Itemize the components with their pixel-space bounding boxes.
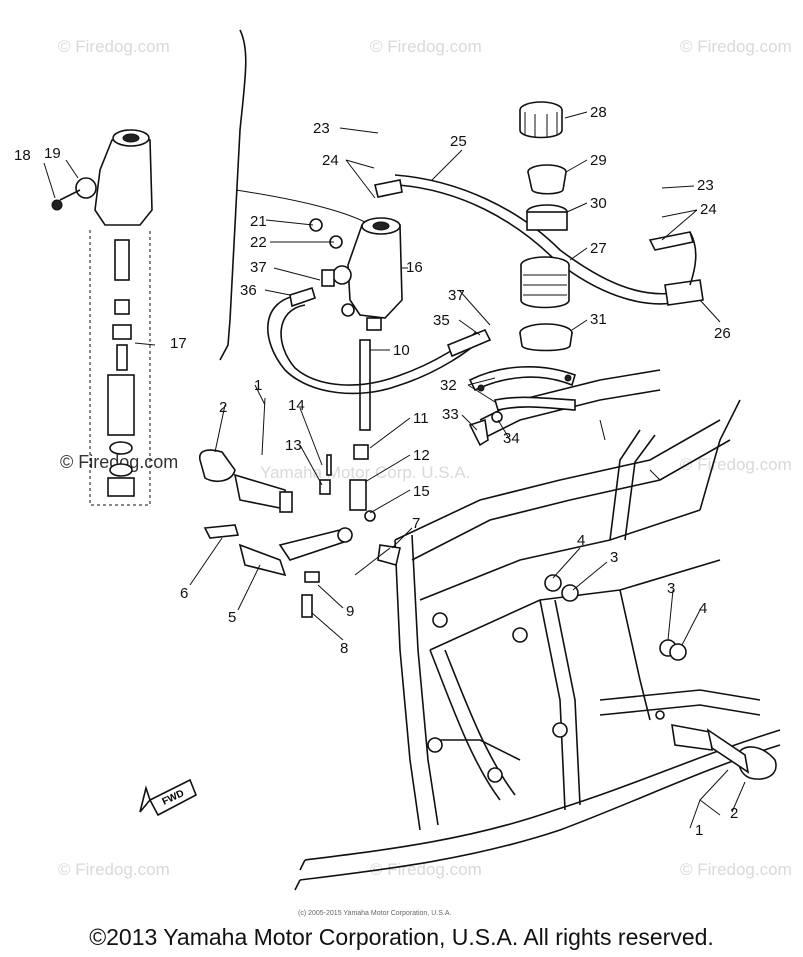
callout-35: 35 — [433, 312, 450, 329]
callout-24: 24 — [322, 152, 339, 169]
callout-2: 2 — [219, 399, 227, 416]
callout-19: 19 — [44, 145, 61, 162]
callout-9: 9 — [346, 603, 354, 620]
callout-18: 18 — [14, 147, 31, 164]
callout-37: 37 — [250, 259, 267, 276]
watermark: © Firedog.com — [58, 860, 170, 879]
watermark-company: Yamaha Motor Corp. U.S.A. — [260, 463, 470, 482]
frame — [294, 369, 781, 891]
callout-33: 33 — [442, 406, 459, 423]
callout-31: 31 — [590, 311, 607, 328]
leader-lines — [43, 111, 746, 829]
callout-23: 23 — [313, 120, 330, 137]
callout-34: 34 — [503, 430, 520, 447]
callout-13: 13 — [285, 437, 302, 454]
callout-15: 15 — [413, 483, 430, 500]
callout-23: 23 — [697, 177, 714, 194]
callout-12: 12 — [413, 447, 430, 464]
callout-26: 26 — [714, 325, 731, 342]
callout-3: 3 — [667, 580, 675, 597]
watermark: © Firedog.com — [370, 860, 482, 879]
callout-7: 7 — [412, 515, 420, 532]
small-credit: (c) 2005-2015 Yamaha Motor Corporation, … — [298, 910, 451, 917]
brake-pedal-assembly — [198, 449, 777, 780]
watermark: © Firedog.com — [58, 37, 170, 56]
callout-25: 25 — [450, 133, 467, 150]
callout-30: 30 — [590, 195, 607, 212]
rear-master-cylinder — [235, 189, 403, 522]
callout-6: 6 — [180, 585, 188, 602]
watermark: © Firedog.com — [680, 455, 792, 474]
callout-8: 8 — [340, 640, 348, 657]
callout-3: 3 — [610, 549, 618, 566]
callout-28: 28 — [590, 104, 607, 121]
callout-5: 5 — [228, 609, 236, 626]
reservoir — [519, 101, 573, 352]
callout-1: 1 — [254, 377, 262, 394]
watermark: © Firedog.com — [680, 37, 792, 56]
callout-24: 24 — [700, 201, 717, 218]
callout-11: 11 — [413, 410, 429, 427]
callout-10: 10 — [393, 342, 410, 359]
callout-32: 32 — [440, 377, 457, 394]
callout-2: 2 — [730, 805, 738, 822]
callouts: 1 1 2 2 3 3 4 4 5 6 7 8 9 10 11 12 13 14… — [14, 104, 738, 839]
callout-22: 22 — [250, 234, 267, 251]
master-cylinder-left — [51, 29, 247, 506]
callout-21: 21 — [250, 213, 267, 230]
copyright-notice: ©2013 Yamaha Motor Corporation, U.S.A. A… — [89, 924, 714, 950]
callout-14: 14 — [288, 397, 305, 414]
band-clamps — [468, 366, 576, 447]
callout-4: 4 — [577, 532, 585, 549]
callout-27: 27 — [590, 240, 607, 257]
watermark: © Firedog.com — [370, 37, 482, 56]
callout-1: 1 — [695, 822, 703, 839]
callout-17: 17 — [170, 335, 187, 352]
fwd-arrow: FWD — [139, 778, 198, 817]
hoses — [267, 174, 704, 395]
callout-4: 4 — [699, 600, 707, 617]
callout-37: 37 — [448, 287, 465, 304]
callout-36: 36 — [240, 282, 257, 299]
watermark: © Firedog.com — [680, 860, 792, 879]
callout-16: 16 — [406, 259, 423, 276]
callout-29: 29 — [590, 152, 607, 169]
